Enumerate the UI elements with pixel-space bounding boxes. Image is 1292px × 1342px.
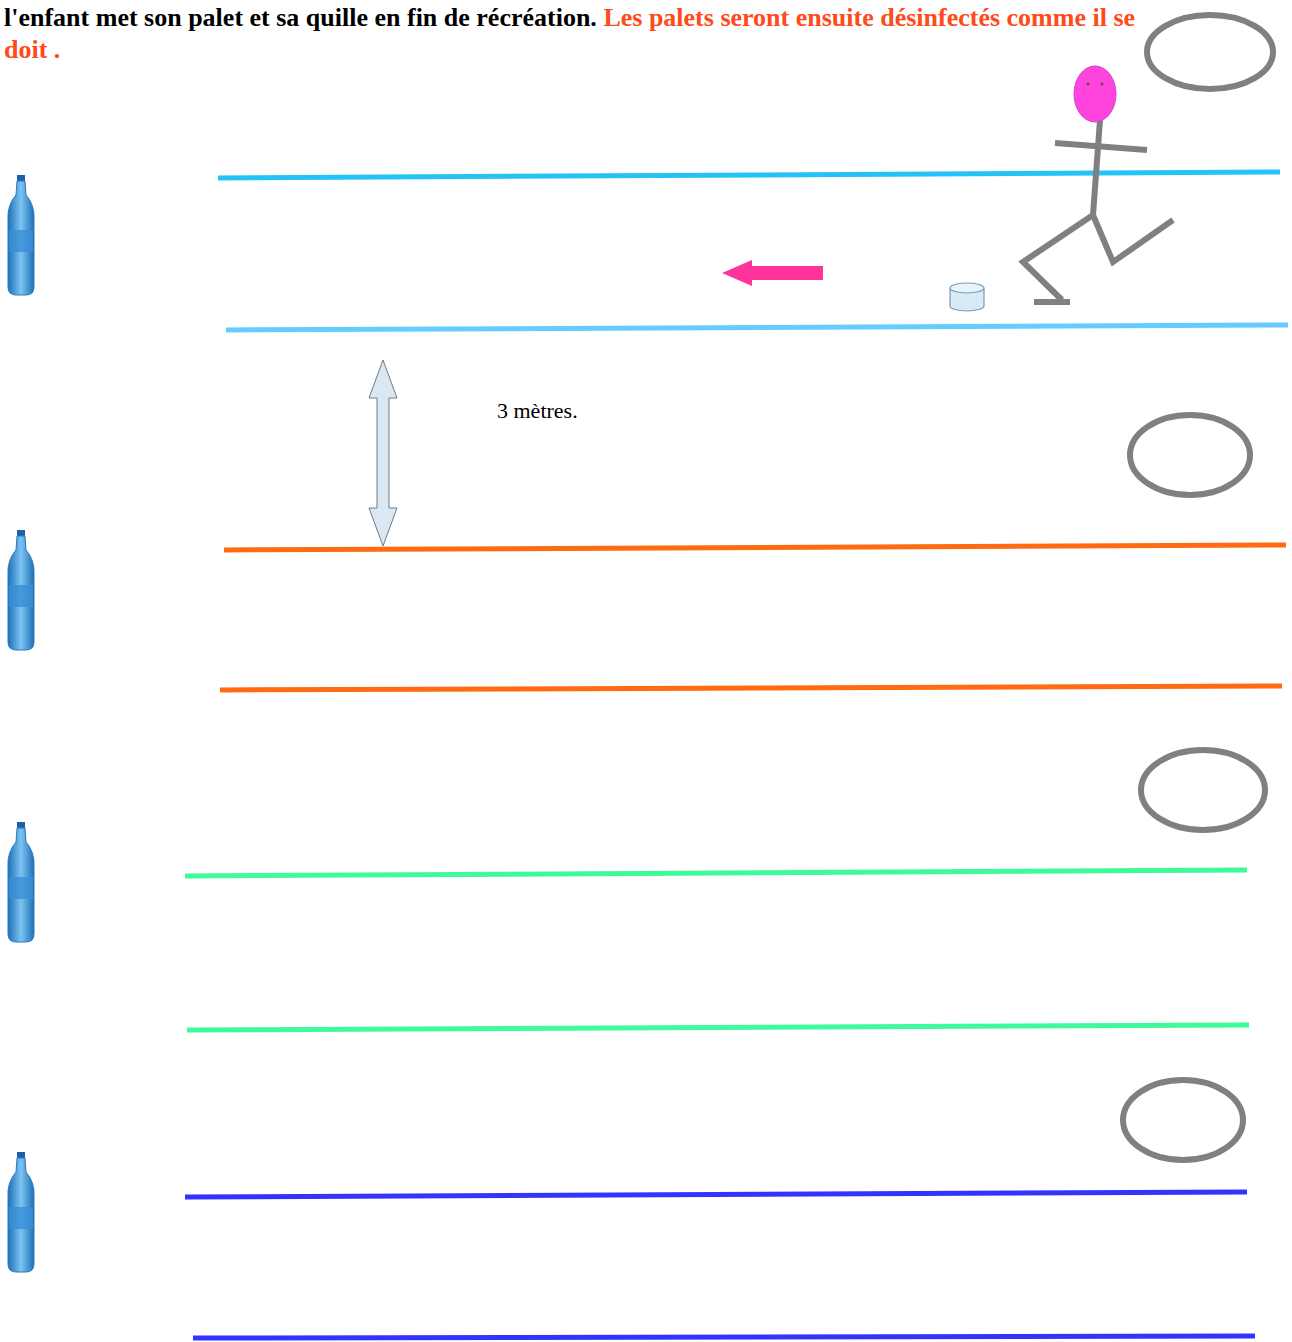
dimension-value: 3 mètres. — [497, 398, 578, 423]
lane-lines — [185, 172, 1288, 1338]
puck — [950, 283, 984, 311]
instruction-note: l'enfant met son palet et sa quille en f… — [4, 2, 1154, 66]
direction-arrow — [722, 260, 823, 286]
dimension-arrow — [369, 360, 397, 546]
dimension-label: 3 mètres. — [497, 398, 578, 424]
water-bottles — [8, 175, 34, 1272]
stick-figure — [1023, 66, 1173, 302]
hoops — [1123, 15, 1273, 1160]
instruction-text: l'enfant met son palet et sa quille en f… — [4, 3, 597, 32]
